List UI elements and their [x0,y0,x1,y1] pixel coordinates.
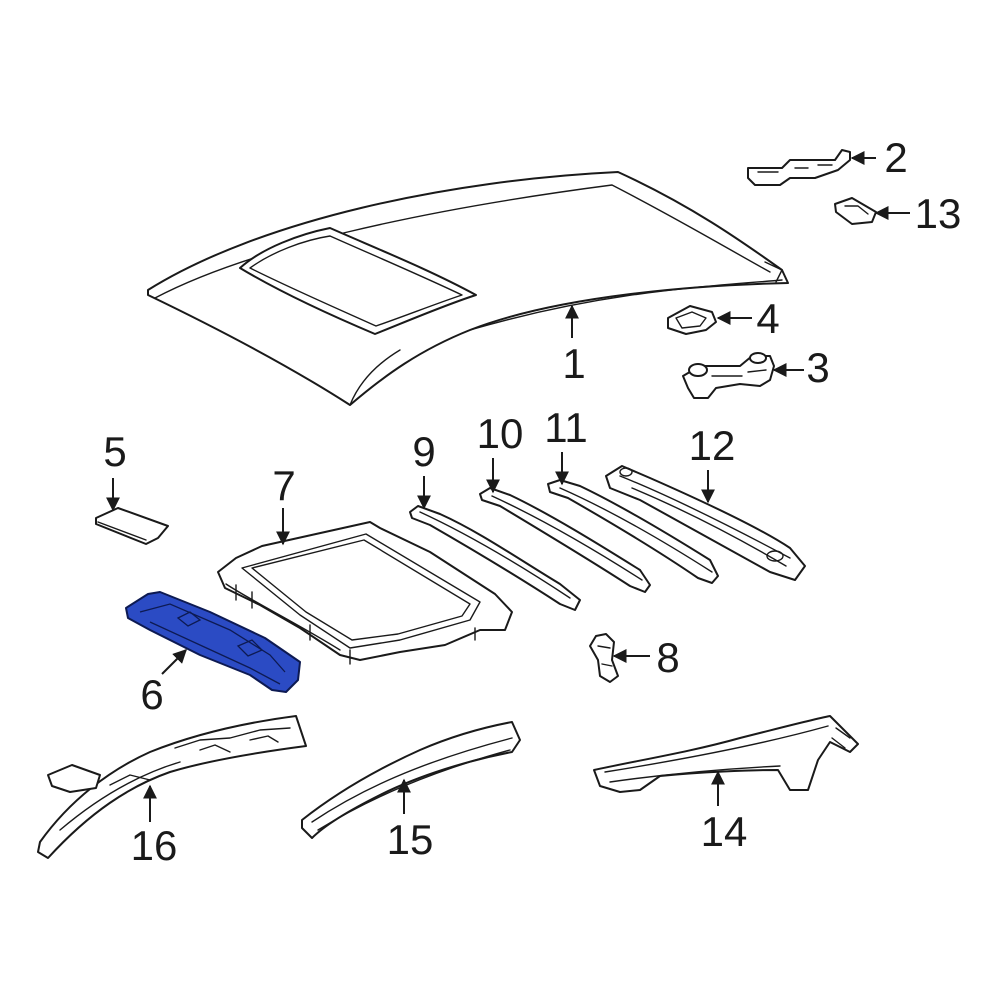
header-panel-part-6[interactable] [125,591,301,693]
callout-3: 3 [806,344,829,391]
pad-part-5[interactable] [95,507,169,545]
callout-15: 15 [387,816,434,863]
side-rail-part-14[interactable] [593,715,859,793]
pad-part-4[interactable] [667,305,717,335]
sunroof-frame-part-7[interactable] [217,521,513,665]
leader-lines [106,151,910,822]
roof-panel-part[interactable] [147,171,789,406]
callout-labels: 1 2 3 4 5 6 7 8 9 10 11 12 13 14 15 16 [103,134,961,869]
bracket-part-3[interactable] [682,352,775,399]
callout-8: 8 [656,634,679,681]
callout-2: 2 [884,134,907,181]
callout-1: 1 [562,340,585,387]
bracket-part-2[interactable] [747,149,851,186]
callout-14: 14 [701,808,748,855]
bracket-part-8[interactable] [589,633,619,683]
roof-bow-part-9[interactable] [409,505,581,611]
roof-bow-part-10[interactable] [479,487,651,593]
callout-6: 6 [140,671,163,718]
callout-5: 5 [103,428,126,475]
callout-16: 16 [131,822,178,869]
roof-bow-part-11[interactable] [547,479,719,584]
plate-part-13[interactable] [834,197,877,225]
callout-4: 4 [756,295,779,342]
rear-header-part-12[interactable] [605,465,806,581]
side-rail-part-16[interactable] [37,715,307,859]
callout-13: 13 [915,190,962,237]
leader-6 [161,649,187,675]
callout-7: 7 [272,462,295,509]
callout-10: 10 [477,410,524,457]
callout-11: 11 [544,404,588,451]
callout-9: 9 [412,428,435,475]
callout-12: 12 [689,422,736,469]
